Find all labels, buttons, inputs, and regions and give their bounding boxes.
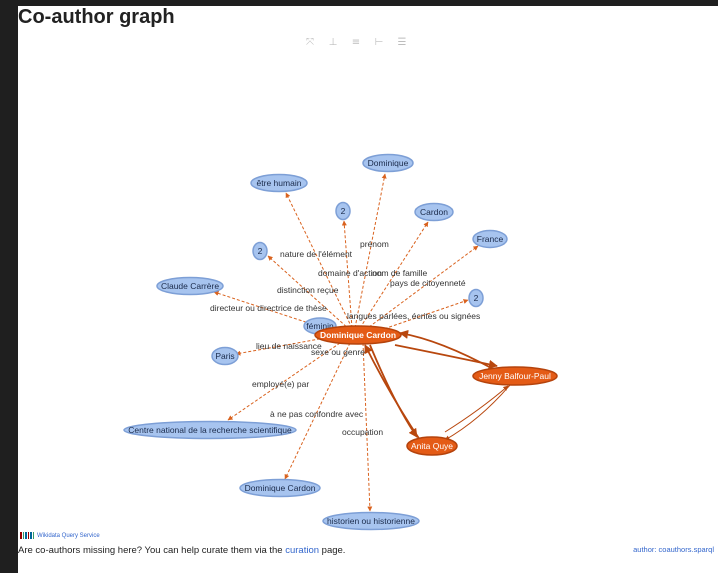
edge-to-historien	[362, 342, 373, 512]
edge-to-dc2	[284, 342, 351, 480]
node-claude-carrere: Claude Carrère	[156, 276, 224, 296]
edge-anita-to-jenny	[444, 385, 509, 433]
edge-label: occupation	[342, 427, 383, 437]
node-label: Claude Carrère	[161, 281, 219, 291]
curation-link[interactable]: curation	[285, 545, 320, 556]
edge-to-2-right	[374, 299, 469, 333]
node-label: Anita Quye	[411, 441, 453, 451]
edge-to-france	[364, 245, 479, 331]
edge-labels: prénom nature de l'élément domaine d'act…	[210, 239, 480, 437]
node-label: 2	[474, 293, 479, 303]
wikidata-barcode-icon	[20, 532, 34, 539]
node-2-right: 2	[468, 288, 484, 308]
edge-label: domaine d'action	[318, 268, 382, 278]
page-title: Co-author graph	[18, 6, 175, 28]
node-label: 2	[258, 246, 263, 256]
node-label: Jenny Balfour-Paul	[479, 371, 551, 381]
layout-center-icon[interactable]: ≡	[351, 36, 361, 48]
node-label: Centre national de la recherche scientif…	[128, 425, 292, 435]
graph-toolbar: ⤧ ⊥ ≡ ⊢ ☰	[304, 36, 408, 52]
node-france: France	[472, 229, 508, 249]
node-label: 2	[341, 206, 346, 216]
node-label: Dominique	[368, 158, 409, 168]
edge-label: lieu de naissance	[256, 341, 322, 351]
edge-label: distinction reçue	[277, 285, 339, 295]
edge-label: à ne pas confondre avec	[270, 409, 364, 419]
node-label: France	[477, 234, 504, 244]
node-label: être humain	[257, 178, 302, 188]
edge-to-cardon	[359, 221, 429, 329]
content-panel	[18, 6, 718, 573]
curation-message-suffix: page.	[321, 545, 346, 556]
node-label: historien ou historienne	[327, 516, 415, 526]
author-nodes[interactable]: Dominique Cardon Jenny Balfour-Paul Anit…	[314, 325, 558, 456]
edge-label: langues parlées, écrites ou signées	[347, 311, 480, 321]
curation-message-text: Are co-authors missing here? You can hel…	[18, 545, 283, 556]
layout-left-icon[interactable]: ⊥	[328, 36, 338, 48]
fit-icon[interactable]: ⤧	[306, 36, 314, 48]
edge-to-2-top	[341, 220, 353, 329]
edge-label: nom de famille	[372, 268, 428, 278]
wikidata-query-service-logo[interactable]: Wikidata Query Service	[20, 532, 100, 539]
layout-right-icon[interactable]: ⊢	[374, 36, 384, 48]
node-cnrs: Centre national de la recherche scientif…	[123, 420, 297, 440]
author-sparql-link[interactable]: author: coauthors.sparql	[633, 545, 714, 554]
node-dominique-cardon-2: Dominique Cardon	[239, 478, 321, 498]
edge-to-cnrs	[227, 342, 341, 421]
node-label: Paris	[215, 351, 234, 361]
layout-justify-icon[interactable]: ☰	[397, 36, 407, 48]
edge-label: pays de citoyenneté	[390, 278, 466, 288]
edge-label: sexe ou genre	[311, 347, 365, 357]
curation-message: Are co-authors missing here? You can hel…	[18, 545, 345, 556]
edge-label: prénom	[360, 239, 389, 249]
node-etre-humain: être humain	[250, 173, 308, 193]
property-edges	[213, 173, 479, 512]
node-dominique: Dominique	[362, 153, 414, 173]
edge-to-dominique	[354, 173, 387, 329]
edge-to-paris	[235, 337, 326, 356]
edge-to-2-left	[267, 255, 351, 331]
node-label: féminin	[306, 321, 334, 331]
edge-label: nature de l'élément	[280, 249, 353, 259]
value-nodes[interactable]: Dominique être humain 2 Cardon France 2 …	[123, 153, 508, 531]
edge-jenny-to-main	[399, 329, 496, 371]
wikidata-logo-text: Wikidata Query Service	[37, 532, 100, 539]
node-2-left: 2	[252, 241, 268, 261]
edge-main-to-anita	[369, 344, 418, 438]
edge-main-to-jenny	[394, 344, 498, 369]
node-label: Dominique Cardon	[245, 483, 316, 493]
edge-label: employé(e) par	[252, 379, 309, 389]
node-2-top: 2	[335, 201, 351, 221]
node-anita-quye: Anita Quye	[406, 436, 458, 456]
node-dominique-cardon-main: Dominique Cardon	[314, 325, 402, 345]
window-top-edge	[0, 0, 718, 6]
window-left-edge	[0, 0, 18, 573]
node-historien: historien ou historienne	[322, 511, 420, 531]
node-jenny-balfour-paul: Jenny Balfour-Paul	[472, 366, 558, 386]
node-label: Cardon	[420, 207, 448, 217]
node-label: Dominique Cardon	[320, 330, 396, 340]
node-paris: Paris	[211, 346, 239, 366]
node-cardon: Cardon	[414, 202, 454, 222]
edge-jenny-to-anita	[444, 384, 511, 441]
edge-anita-to-main	[364, 344, 421, 441]
coauthor-edges	[364, 329, 511, 441]
edge-to-etre-humain	[285, 192, 353, 329]
edge-label: directeur ou directrice de thèse	[210, 303, 327, 313]
